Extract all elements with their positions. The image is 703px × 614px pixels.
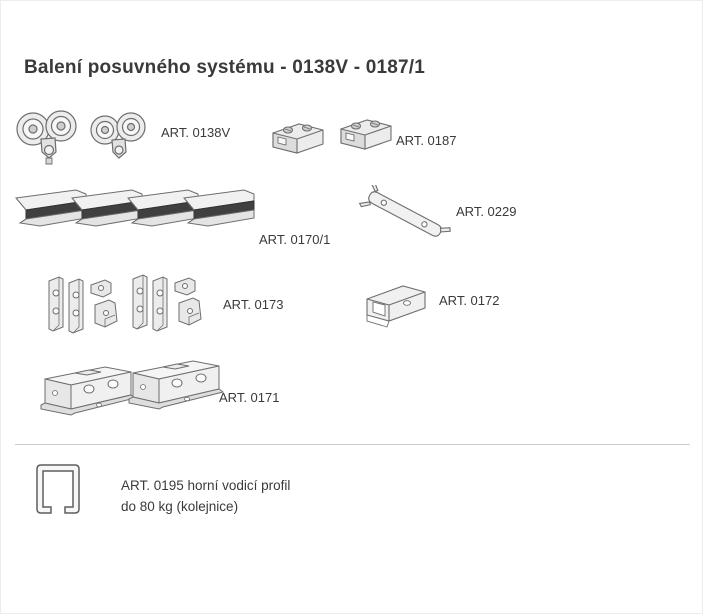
- carriage-bracket-icon: [40, 366, 137, 416]
- footer-line-1: ART. 0195 horní vodicí profil: [121, 478, 291, 493]
- part-label-0187: ART. 0187: [396, 133, 457, 148]
- carriage-bracket-icon: [128, 360, 225, 410]
- roller-carriage-icon: [16, 110, 146, 165]
- rail-profile-icon: [71, 189, 143, 227]
- rail-profile-icon: [15, 189, 87, 227]
- figure-0138v: [13, 105, 158, 169]
- figure-0195: [34, 462, 82, 520]
- page-title: Balení posuvného systému - 0138V - 0187/…: [24, 57, 426, 78]
- figure-0229: [355, 185, 455, 243]
- part-label-0229: ART. 0229: [456, 204, 517, 219]
- section-divider: [15, 444, 690, 445]
- part-label-0138v: ART. 0138V: [161, 125, 231, 140]
- figure-0170-b: [69, 185, 145, 237]
- mounting-plates-icon: [48, 276, 118, 334]
- figure-0172: [357, 279, 433, 335]
- link-strip-icon: [358, 185, 451, 237]
- footer-part-description: ART. 0195 horní vodicí profil do 80 kg (…: [121, 475, 290, 517]
- guide-profile-section-icon: [36, 464, 80, 514]
- clamp-bracket-icon: [272, 123, 324, 154]
- channel-clip-icon: [366, 285, 426, 328]
- figure-0187-b: [337, 113, 395, 157]
- rail-profile-icon: [127, 189, 199, 227]
- part-label-0173: ART. 0173: [223, 297, 284, 312]
- clamp-bracket-icon: [340, 119, 392, 150]
- figure-0173-a: [45, 271, 129, 345]
- part-label-0172: ART. 0172: [439, 293, 500, 308]
- part-label-0171: ART. 0171: [219, 390, 280, 405]
- figure-0171-b: [127, 355, 225, 425]
- figure-0173-b: [129, 269, 213, 343]
- figure-0170-a: [13, 185, 89, 237]
- part-label-0170: ART. 0170/1: [259, 232, 331, 247]
- footer-line-2: do 80 kg (kolejnice): [121, 499, 239, 514]
- figure-0187-a: [269, 117, 327, 161]
- mounting-plates-icon: [132, 274, 202, 332]
- figure-0170-c: [125, 185, 201, 237]
- figure-0170-d: [181, 185, 257, 237]
- figure-0171-a: [39, 361, 137, 431]
- rail-profile-icon: [183, 189, 255, 227]
